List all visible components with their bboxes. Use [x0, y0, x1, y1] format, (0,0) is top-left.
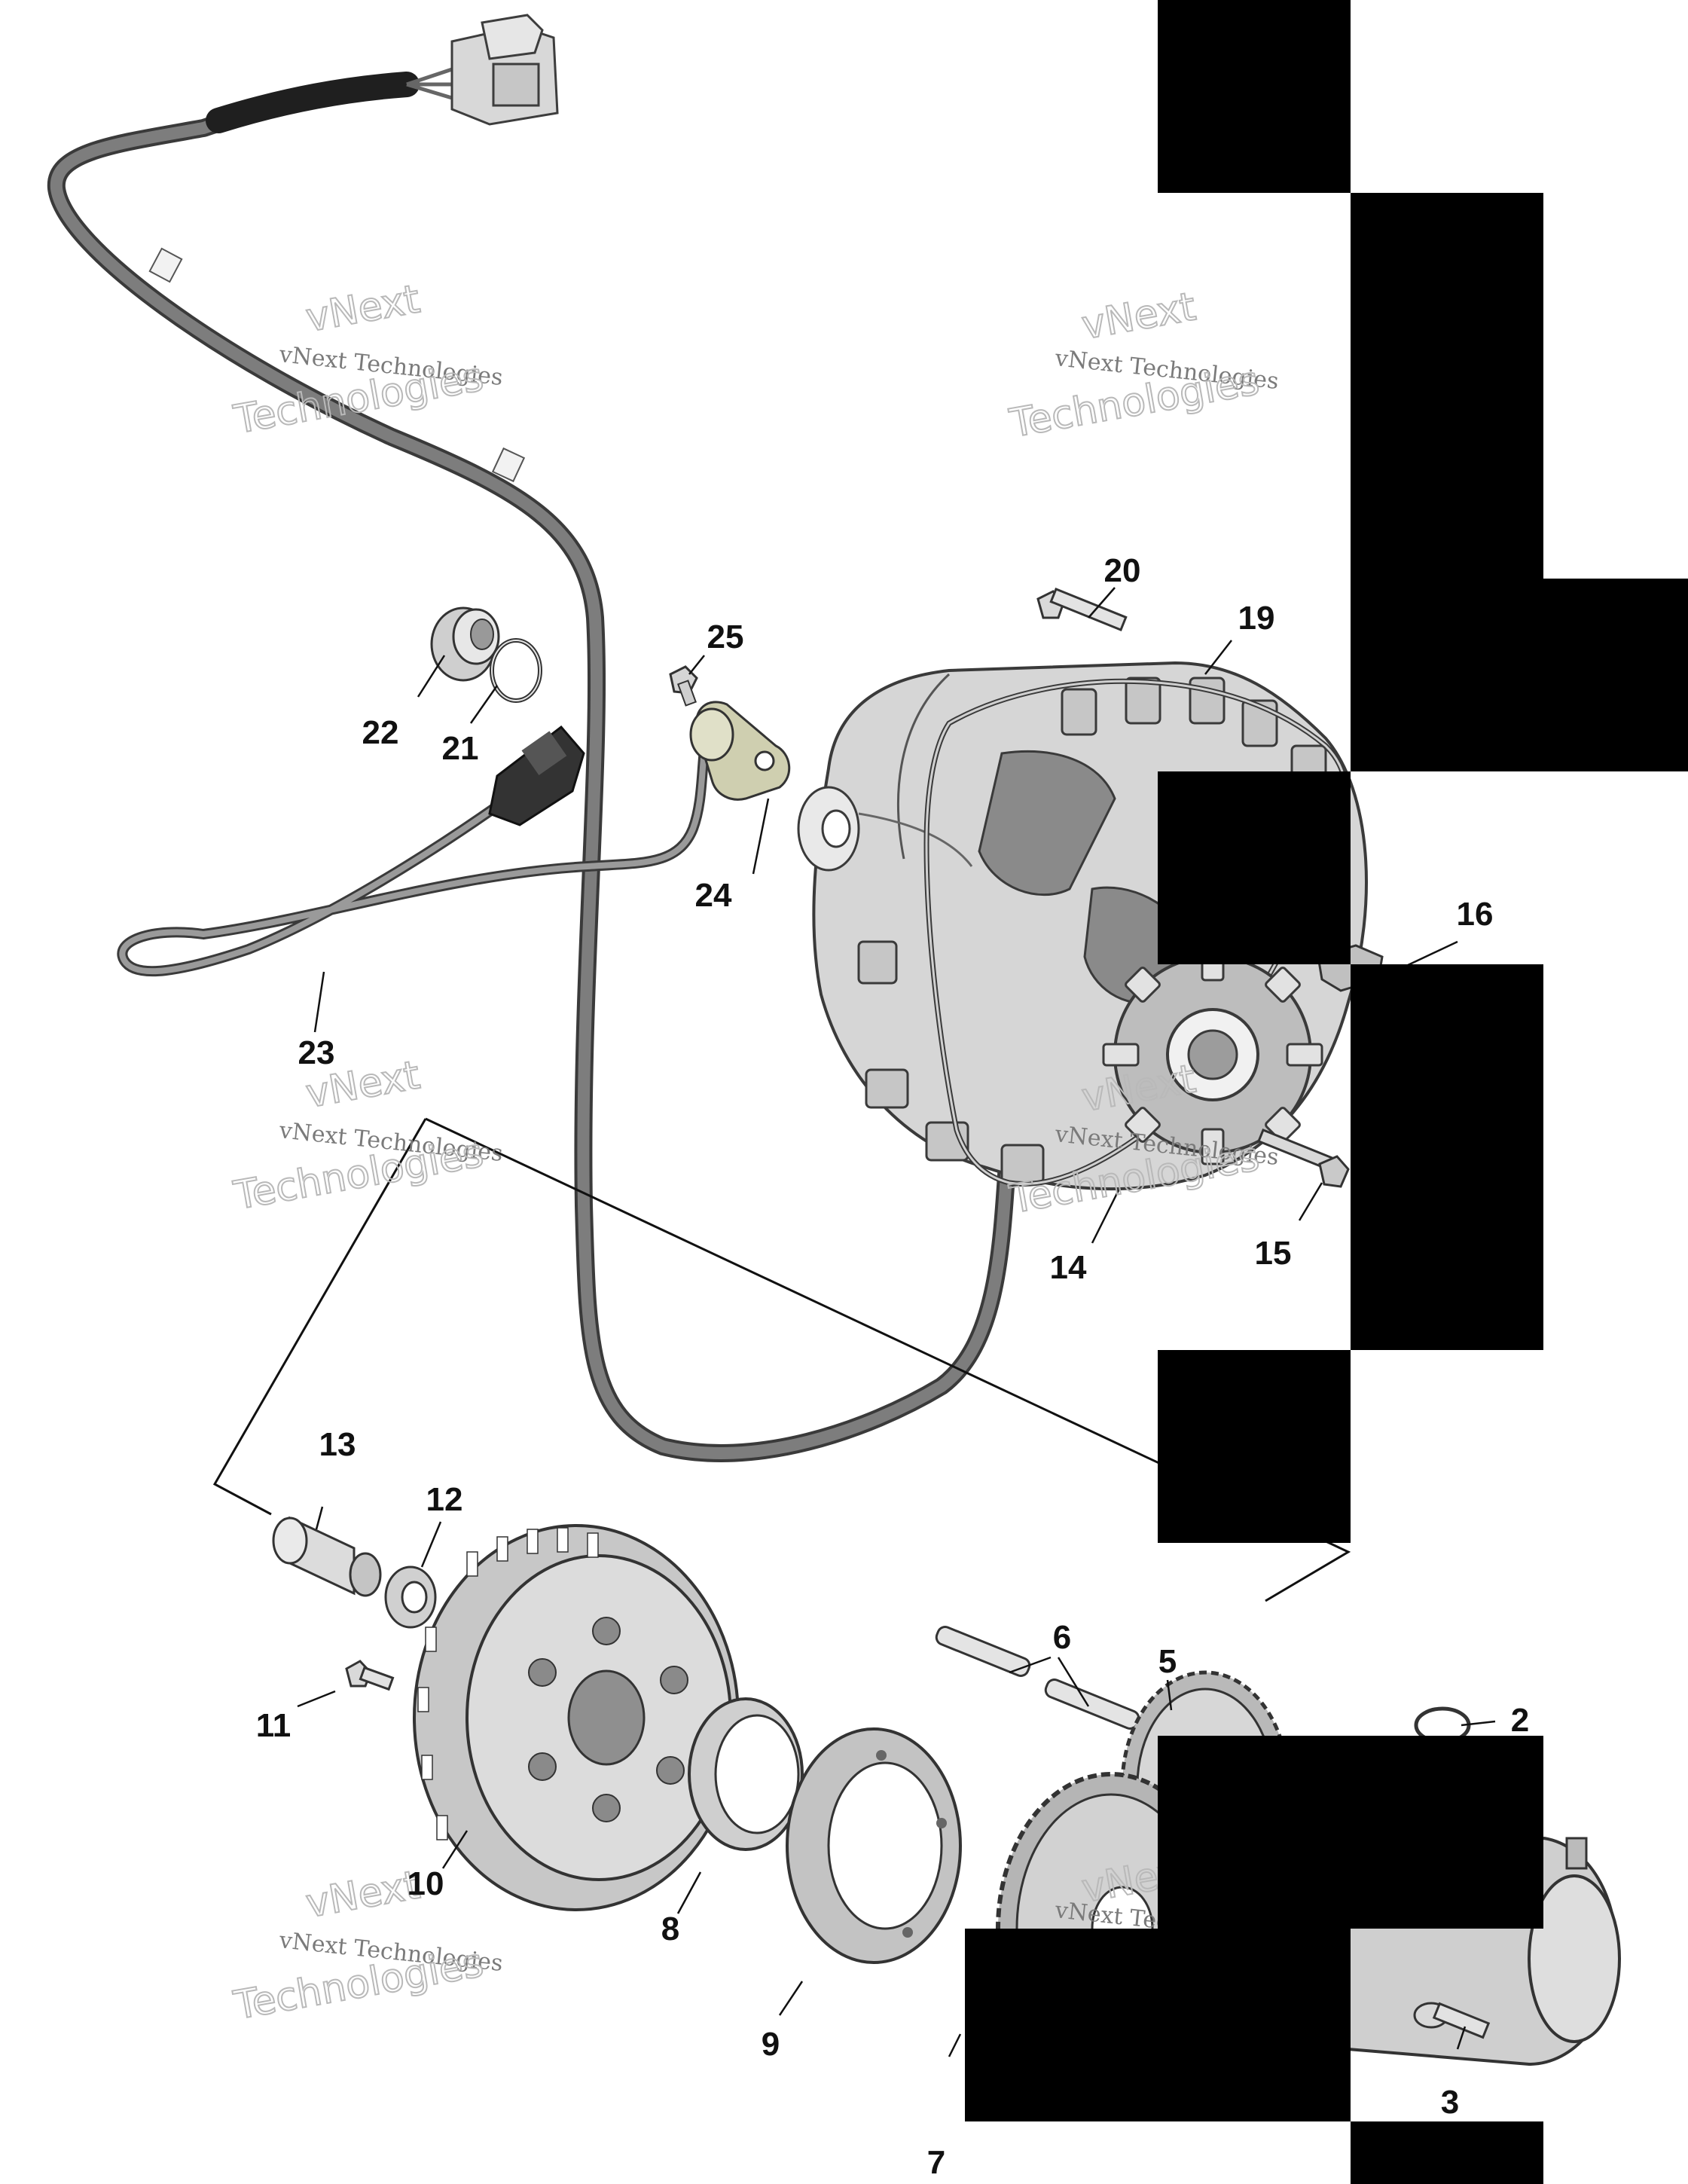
sensor-bolt [669, 665, 698, 707]
callout-7: 7 [927, 2144, 945, 2181]
watermark-5: vNext vNext Technologies Technologies [230, 1862, 504, 2030]
sensor-harness-connector [488, 725, 585, 826]
redaction-block [1543, 579, 1688, 771]
redaction-block [1158, 1736, 1543, 1929]
assembly-frame [212, 1117, 1351, 1602]
callout-15: 15 [1255, 1235, 1292, 1272]
callout-6: 6 [1053, 1619, 1071, 1656]
watermark-big-word: vNext [1079, 284, 1199, 348]
dowel-pins [935, 1626, 1140, 1730]
o-ring [490, 638, 542, 703]
callout-22: 22 [362, 714, 399, 751]
callout-14: 14 [1050, 1249, 1087, 1286]
callout-9: 9 [762, 2026, 780, 2063]
callout-11: 11 [256, 1707, 292, 1744]
redaction-block [1351, 193, 1543, 771]
flywheel [413, 1524, 740, 1911]
clutch-plate [786, 1727, 962, 1964]
redaction-block [1351, 964, 1543, 1350]
callout-labels: 1 2 3 5 6 7 8 9 10 11 12 13 14 15 16 19 … [256, 552, 1539, 2181]
harness-connector [450, 14, 559, 126]
callout-3: 3 [1441, 2084, 1459, 2121]
callout-24: 24 [695, 877, 732, 914]
redaction-block [1351, 2121, 1543, 2184]
flywheel-bolt [345, 1660, 395, 1691]
washer [384, 1565, 437, 1629]
stator-bolt [1257, 1129, 1350, 1188]
watermark-2: vNext vNext Technologies Technologies [1006, 283, 1280, 447]
callout-16: 16 [1457, 896, 1494, 933]
callout-19: 19 [1238, 600, 1275, 637]
callout-10: 10 [408, 1865, 444, 1902]
watermark-3: vNext vNext Technologies Technologies [230, 1052, 504, 1220]
starter-bolt [1413, 2002, 1491, 2039]
wiring-harness [47, 67, 1154, 1462]
callout-12: 12 [426, 1481, 463, 1518]
stator [1102, 944, 1323, 1165]
spacer [272, 1516, 382, 1597]
callout-25: 25 [707, 619, 744, 655]
watermark-big-word: vNext [303, 276, 423, 341]
sprague-ring [688, 1697, 804, 1851]
redaction-block [965, 1929, 1351, 2121]
callout-5: 5 [1158, 1643, 1177, 1680]
callout-23: 23 [298, 1034, 335, 1071]
callout-2: 2 [1511, 1702, 1529, 1739]
callout-13: 13 [319, 1426, 356, 1463]
watermark-big-word: vNext [303, 1862, 423, 1926]
redaction-blocks [965, 0, 1688, 2184]
watermark-1: vNext vNext Technologies Technologies [230, 276, 504, 444]
leader-lines [297, 587, 1496, 2057]
callout-20: 20 [1104, 552, 1141, 589]
sensor-harness [117, 718, 713, 977]
callout-8: 8 [661, 1911, 679, 1947]
redaction-block [1158, 771, 1351, 964]
redaction-block [1158, 1350, 1351, 1543]
callout-21: 21 [442, 730, 479, 767]
seal [430, 606, 500, 682]
cover-bolt [1036, 587, 1128, 632]
redaction-block [1158, 0, 1351, 193]
speed-sensor [689, 701, 791, 801]
